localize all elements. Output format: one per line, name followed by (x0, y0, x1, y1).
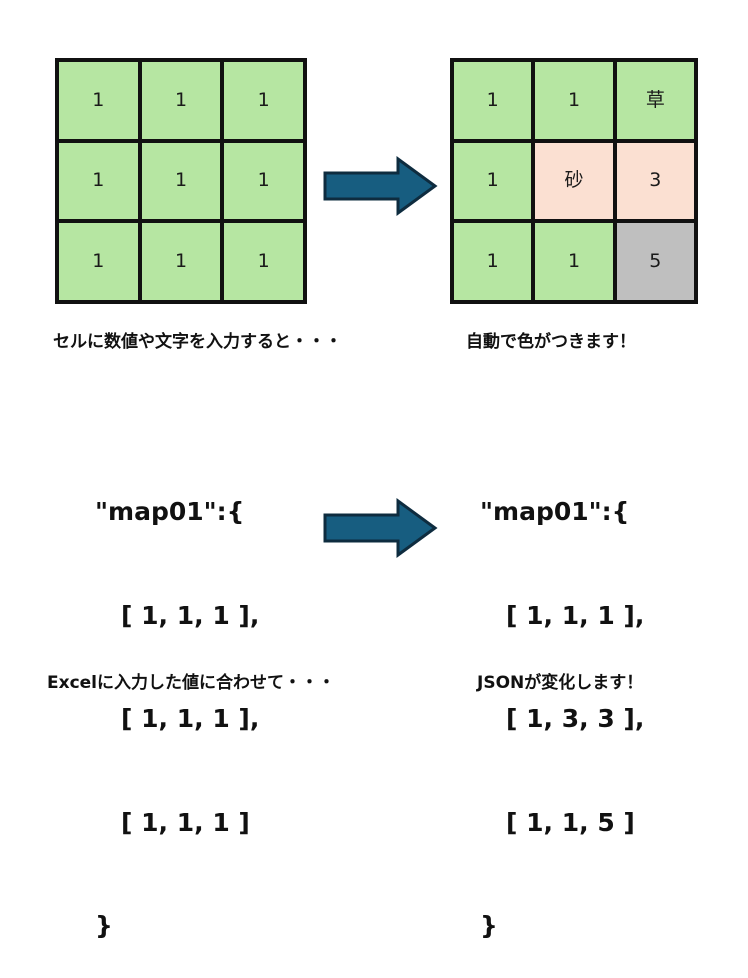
grid-cell[interactable]: 1 (535, 62, 613, 139)
json-line: [ 1, 1, 1 ], (121, 704, 260, 733)
grid-cell[interactable]: 1 (59, 142, 138, 220)
arrow-right-icon (323, 498, 438, 558)
grid-cell[interactable]: 1 (454, 223, 532, 300)
grid-cell[interactable]: 1 (141, 223, 221, 300)
grid-cell[interactable]: 草 (616, 62, 694, 139)
json-line: "map01":{ (480, 497, 630, 526)
json-line: [ 1, 1, 5 ] (506, 807, 635, 837)
json-line: [ 1, 1, 1 ] (121, 807, 250, 837)
grid-cell[interactable]: 1 (59, 223, 138, 300)
spreadsheet-grid-after: 1 1 草 1 砂 3 1 1 5 (450, 58, 698, 304)
caption-input-values: セルに数値や文字を入力すると・・・ (53, 332, 342, 352)
grid-cell[interactable]: 5 (616, 223, 694, 300)
json-line: [ 1, 1, 1 ], (121, 600, 260, 630)
grid-cell[interactable]: 1 (141, 142, 221, 220)
grid-cell[interactable]: 3 (616, 142, 694, 220)
caption-auto-color: 自動で色がつきます！ (466, 332, 636, 352)
json-line: "map01":{ (95, 497, 245, 526)
grid-cell[interactable]: 1 (224, 223, 303, 300)
grid-cell[interactable]: 1 (454, 142, 532, 220)
grid-cell[interactable]: 砂 (535, 142, 613, 220)
grid-cell[interactable]: 1 (59, 62, 138, 139)
grid-cell[interactable]: 1 (224, 142, 303, 220)
grid-cell[interactable]: 1 (224, 62, 303, 139)
json-snippet-after: "map01":{ [ 1, 1, 1 ], [ 1, 3, 3 ], [ 1,… (480, 426, 644, 978)
grid-cell[interactable]: 1 (454, 62, 532, 139)
json-line: [ 1, 1, 1 ], (506, 600, 645, 630)
json-line: [ 1, 3, 3 ], (506, 704, 645, 733)
caption-json-changes: JSONが変化します！ (477, 673, 644, 693)
spreadsheet-grid-before: 1 1 1 1 1 1 1 1 1 (55, 58, 307, 304)
caption-excel-values: Excelに入力した値に合わせて・・・ (47, 673, 336, 693)
grid-cell[interactable]: 1 (535, 223, 613, 300)
json-line: } (95, 911, 113, 940)
grid-cell[interactable]: 1 (141, 62, 221, 139)
json-line: } (480, 911, 498, 940)
arrow-right-icon (323, 156, 438, 216)
json-snippet-before: "map01":{ [ 1, 1, 1 ], [ 1, 1, 1 ], [ 1,… (95, 426, 259, 978)
